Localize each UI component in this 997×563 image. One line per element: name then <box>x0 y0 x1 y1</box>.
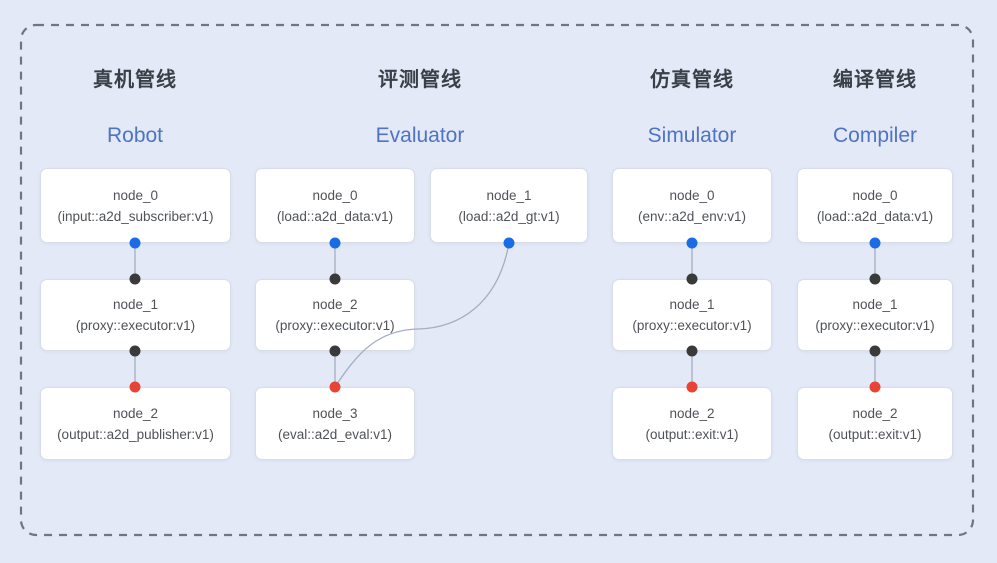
node-impl: (eval::a2d_eval:v1) <box>277 426 393 442</box>
pipeline-title-en-compiler: Compiler <box>832 124 918 147</box>
node-name: node_1 <box>486 187 532 203</box>
node-box-simulator-0: node_0 (env::a2d_env:v1) <box>612 168 772 243</box>
node-name: node_1 <box>112 297 159 312</box>
node-impl: (proxy::executor:v1) <box>275 318 395 333</box>
node-name: node_1 <box>669 297 715 312</box>
pipeline-title-zh-evaluator: 评测管线 <box>378 69 462 91</box>
pipeline-title-en-robot: Robot <box>106 124 164 147</box>
node-name: node_0 <box>112 187 159 203</box>
node-name: node_0 <box>312 187 358 203</box>
node-box-compiler-1: node_1 (proxy::executor:v1) <box>797 279 953 351</box>
node-impl: (input::a2d_subscriber:v1) <box>57 208 214 224</box>
node-name: node_2 <box>312 297 358 312</box>
node-box-robot-1: node_1 (proxy::executor:v1) <box>40 279 231 351</box>
node-impl: (output::exit:v1) <box>828 426 922 442</box>
pipeline-title-zh-robot: 真机管线 <box>93 69 177 91</box>
node-box-evaluator-0: node_0 (load::a2d_data:v1) <box>255 168 415 243</box>
node-box-robot-2: node_2 (output::a2d_publisher:v1) <box>40 387 231 460</box>
node-box-simulator-2: node_2 (output::exit:v1) <box>612 387 772 460</box>
node-box-compiler-2: node_2 (output::exit:v1) <box>797 387 953 460</box>
node-name: node_3 <box>312 405 358 421</box>
node-impl: (output::exit:v1) <box>645 426 739 442</box>
node-impl: (output::a2d_publisher:v1) <box>57 426 214 442</box>
node-impl: (load::a2d_data:v1) <box>816 208 934 224</box>
node-box-robot-0: node_0 (input::a2d_subscriber:v1) <box>40 168 231 243</box>
node-impl: (env::a2d_env:v1) <box>637 208 747 224</box>
node-name: node_2 <box>852 405 898 421</box>
node-box-simulator-1: node_1 (proxy::executor:v1) <box>612 279 772 351</box>
node-box-evaluator-2: node_2 (proxy::executor:v1) <box>255 279 415 351</box>
node-impl: (load::a2d_gt:v1) <box>458 208 560 224</box>
pipeline-title-zh-compiler: 编译管线 <box>833 69 917 91</box>
node-box-evaluator-3: node_3 (eval::a2d_eval:v1) <box>255 387 415 460</box>
node-impl: (load::a2d_data:v1) <box>276 208 394 224</box>
node-box-compiler-0: node_0 (load::a2d_data:v1) <box>797 168 953 243</box>
node-impl: (proxy::executor:v1) <box>632 318 752 333</box>
node-box-evaluator-1: node_1 (load::a2d_gt:v1) <box>430 168 588 243</box>
node-name: node_0 <box>852 187 898 203</box>
pipeline-title-en-evaluator: Evaluator <box>375 124 465 147</box>
node-name: node_1 <box>852 297 898 312</box>
node-impl: (proxy::executor:v1) <box>815 318 935 333</box>
node-name: node_2 <box>669 405 715 421</box>
node-name: node_2 <box>112 405 159 421</box>
node-name: node_0 <box>669 187 715 203</box>
node-impl: (proxy::executor:v1) <box>75 318 196 333</box>
